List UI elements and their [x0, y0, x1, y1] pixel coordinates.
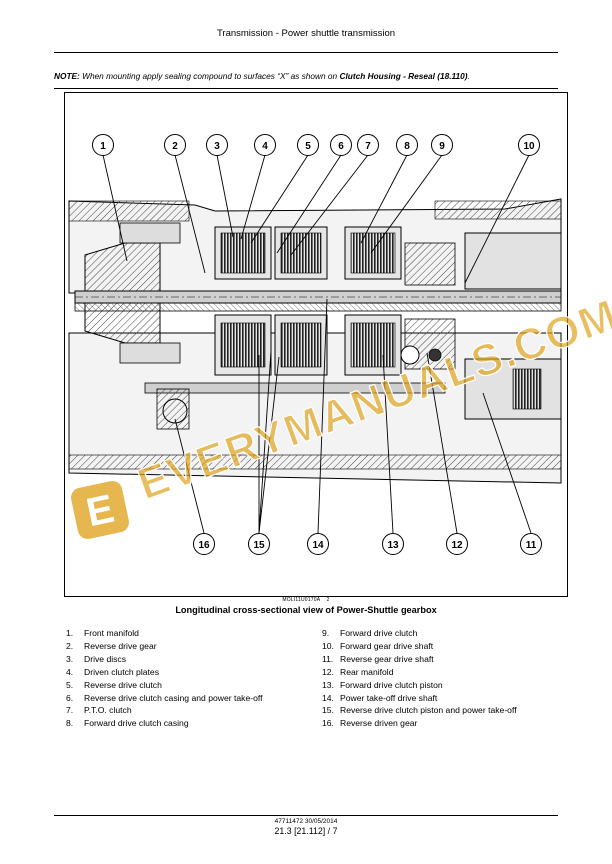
callout-2: 2 — [164, 134, 186, 156]
legend-item: 7.P.T.O. clutch — [66, 705, 132, 716]
note-reference-link[interactable]: Clutch Housing - Reseal (18.110) — [339, 71, 468, 81]
gearbox-cross-section-figure: 1 2 3 4 5 6 7 8 9 10 16 15 14 13 12 11 — [64, 92, 568, 597]
footer-document-code: 47711472 30/05/2014 — [274, 818, 338, 825]
callout-15: 15 — [248, 533, 270, 555]
legend-item: 3.Drive discs — [66, 653, 127, 664]
callout-12: 12 — [446, 533, 468, 555]
page-header-title: Transmission - Power shuttle transmissio… — [216, 28, 396, 39]
header-divider — [54, 52, 558, 53]
note-label: NOTE: — [54, 71, 80, 81]
callout-1: 1 — [92, 134, 114, 156]
legend-item: 11.Reverse gear drive shaft — [322, 653, 434, 664]
legend-item: 8.Forward drive clutch casing — [66, 718, 189, 729]
svg-text:6: 6 — [338, 141, 344, 152]
footer-page-number: 21.3 [21.112] / 7 — [274, 826, 338, 836]
legend-item: 12.Rear manifold — [322, 666, 394, 677]
legend-right-column: 9.Forward drive clutch 10.Forward gear d… — [322, 627, 517, 730]
callout-4: 4 — [254, 134, 276, 156]
note-divider — [54, 88, 558, 89]
svg-text:10: 10 — [523, 141, 535, 152]
legend-item: 15.Reverse drive clutch piston and power… — [322, 705, 517, 716]
svg-text:4: 4 — [262, 141, 268, 152]
figure-id: MOLI11U0170A 2 — [282, 597, 330, 603]
svg-text:16: 16 — [198, 540, 210, 551]
svg-text:14: 14 — [312, 540, 324, 551]
callout-14: 14 — [307, 533, 329, 555]
legend-item: 10.Forward gear drive shaft — [322, 640, 434, 651]
note-text-end: . — [467, 71, 470, 81]
legend-item: 1.Front manifold — [66, 628, 139, 638]
callout-7: 7 — [357, 134, 379, 156]
svg-text:15: 15 — [253, 540, 265, 551]
note-text: When mounting apply sealing compound to … — [79, 71, 340, 81]
svg-text:3: 3 — [214, 141, 220, 152]
legend-item: 16.Reverse driven gear — [322, 718, 418, 729]
svg-text:8: 8 — [404, 141, 410, 152]
legend-left-column: 1.Front manifold 2.Reverse drive gear 3.… — [66, 627, 263, 730]
callout-10: 10 — [518, 134, 540, 156]
svg-text:2: 2 — [172, 141, 178, 152]
callout-9: 9 — [431, 134, 453, 156]
callout-11: 11 — [520, 533, 542, 555]
svg-text:9: 9 — [439, 141, 445, 152]
svg-text:12: 12 — [451, 540, 463, 551]
callout-6: 6 — [330, 134, 352, 156]
callout-8: 8 — [396, 134, 418, 156]
callout-3: 3 — [206, 134, 228, 156]
figure-caption: Longitudinal cross-sectional view of Pow… — [175, 605, 437, 615]
figure-number: 2 — [326, 597, 330, 603]
legend-item: 9.Forward drive clutch — [322, 628, 418, 638]
legend-item: 5.Reverse drive clutch — [66, 679, 162, 690]
svg-text:7: 7 — [365, 141, 371, 152]
callout-5: 5 — [297, 134, 319, 156]
legend-item: 6.Reverse drive clutch casing and power … — [66, 692, 263, 703]
gearbox-drawing: 1 2 3 4 5 6 7 8 9 10 16 15 14 13 12 11 — [68, 134, 562, 555]
note-paragraph: NOTE: When mounting apply sealing compou… — [54, 71, 574, 81]
footer-divider — [54, 815, 558, 816]
legend-item: 2.Reverse drive gear — [66, 640, 157, 651]
legend-item: 14.Power take-off drive shaft — [322, 692, 438, 703]
legend-item: 13.Forward drive clutch piston — [322, 679, 443, 690]
svg-text:13: 13 — [387, 540, 399, 551]
callout-13: 13 — [382, 533, 404, 555]
svg-text:11: 11 — [526, 540, 537, 551]
callout-16: 16 — [193, 533, 215, 555]
svg-text:1: 1 — [100, 141, 106, 152]
svg-text:5: 5 — [305, 141, 311, 152]
legend-item: 4.Driven clutch plates — [66, 666, 159, 677]
